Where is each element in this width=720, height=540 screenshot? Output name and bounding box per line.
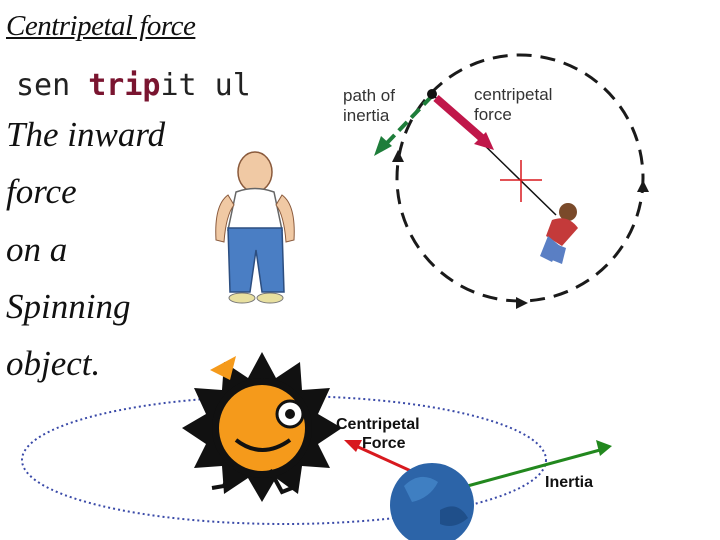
spinning-person (540, 203, 578, 264)
centripetal-arrow-top (433, 94, 487, 144)
ball (427, 89, 437, 99)
orbit-diagram: Centripetal Force Inertia (21, 352, 612, 540)
earth-globe (390, 463, 474, 540)
man-cartoon (215, 151, 295, 304)
label-inertia-bottom: Inertia (545, 474, 593, 491)
definition-line-4: Spinning (6, 287, 131, 326)
label-force-top: force (474, 105, 512, 124)
orbit-direction-arrow-left (392, 150, 404, 162)
sun-cartoon (182, 352, 342, 502)
definition-line-5: object. (6, 344, 101, 383)
inertia-arrowhead-bottom (596, 440, 612, 456)
centripetal-arrowhead-top (474, 132, 494, 150)
inertia-arrow-dashed (384, 94, 434, 146)
circular-motion-diagram: path of inertia centripetal force (343, 53, 649, 309)
inertia-arrowhead (374, 136, 392, 156)
pronunciation-part-1: sen (16, 68, 89, 103)
definition-line-3: on a (6, 230, 68, 269)
orbit-direction-arrow-right (637, 180, 649, 192)
inertia-arrow-bottom (459, 448, 601, 490)
label-centripetal-top: centripetal (474, 85, 552, 104)
pronunciation: sen tripit ul (16, 68, 251, 103)
centripetal-arrowhead-bottom (344, 440, 362, 452)
pronunciation-part-3: it ul (160, 68, 251, 103)
slide-title: Centripetal force (6, 10, 196, 42)
orbit-direction-arrow-bottom (516, 297, 528, 309)
label-centripetal-bottom: Centripetal (336, 416, 420, 433)
label-force-bottom: Force (362, 435, 406, 452)
definition-line-1: The inward (6, 115, 166, 154)
label-path-of: path of (343, 86, 395, 105)
definition-line-2: force (6, 172, 77, 211)
pronunciation-stressed: trip (88, 68, 161, 103)
label-inertia-top: inertia (343, 106, 390, 125)
